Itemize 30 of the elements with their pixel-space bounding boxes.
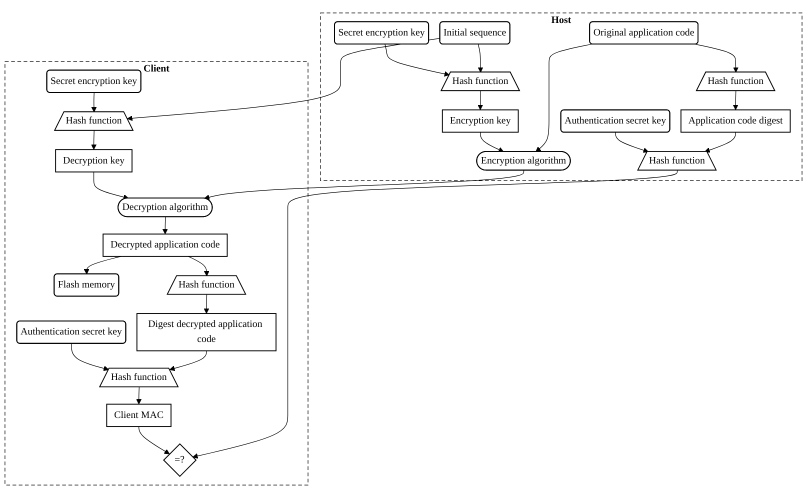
node-box: Encryption key: [442, 109, 519, 133]
arrow: [732, 90, 738, 110]
node-diamond: =?: [163, 443, 197, 477]
node-box: Application code digest: [680, 109, 791, 133]
arrow: [91, 130, 97, 150]
arrow: [478, 90, 484, 110]
node-box: Decrypted application code: [102, 234, 228, 257]
arrow: [204, 294, 210, 314]
arrow: [204, 170, 524, 200]
arrow: [162, 216, 168, 234]
arrow: [91, 92, 97, 112]
arrow: [536, 44, 592, 152]
arrow: [84, 256, 122, 274]
arrow: [695, 44, 738, 73]
arrow: [94, 172, 129, 200]
arrow: [384, 44, 450, 77]
arrow: [138, 426, 170, 454]
arrow: [169, 350, 207, 372]
arrow: [188, 256, 210, 276]
arrow: [480, 132, 504, 152]
node-box: Client MAC: [106, 404, 172, 428]
arrow: [71, 343, 109, 372]
arrow: [136, 386, 142, 404]
node-box: Digest decrypted application code: [136, 313, 276, 352]
arrow: [615, 132, 649, 153]
node-box: Decryption key: [55, 149, 132, 172]
arrow: [704, 132, 736, 153]
arrow: [192, 170, 678, 459]
arrow: [127, 38, 440, 121]
arrow: [478, 44, 484, 73]
